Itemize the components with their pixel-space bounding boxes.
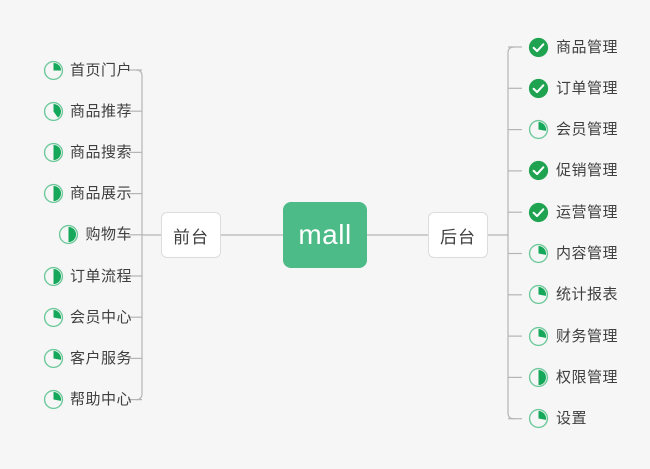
branch-node-label: 前台 — [173, 227, 209, 247]
node-label: 财务管理 — [556, 327, 619, 345]
mindmap-node-frontend-4[interactable]: 购物车 — [58, 221, 132, 249]
mindmap-node-backend-8[interactable]: 权限管理 — [528, 363, 618, 391]
mindmap-node-frontend-2[interactable]: 商品搜索 — [43, 138, 132, 166]
pie-progress-icon — [43, 389, 64, 410]
pie-progress-icon — [43, 183, 64, 204]
center-node-label: mall — [298, 219, 352, 250]
pie-progress-icon — [43, 142, 64, 163]
node-label: 商品推荐 — [69, 102, 132, 120]
mindmap-node-frontend-5[interactable]: 订单流程 — [43, 262, 132, 290]
node-label: 统计报表 — [556, 286, 619, 304]
pie-progress-icon — [43, 348, 64, 369]
branch-spine — [507, 46, 515, 420]
center-node[interactable]: mall — [283, 202, 367, 268]
mindmap-node-backend-5[interactable]: 内容管理 — [528, 240, 618, 268]
pie-progress-icon — [528, 119, 549, 140]
check-circle-icon — [528, 37, 549, 57]
node-label: 商品搜索 — [69, 143, 132, 161]
mindmap-node-backend-7[interactable]: 财务管理 — [528, 322, 618, 350]
node-label: 会员管理 — [556, 121, 619, 139]
check-circle-icon — [528, 161, 549, 181]
pie-progress-icon — [528, 285, 549, 305]
node-label: 订单流程 — [69, 267, 132, 285]
check-circle-icon — [528, 78, 549, 98]
pie-progress-icon — [43, 266, 64, 286]
branch-node-label: 后台 — [440, 227, 476, 247]
pie-progress-icon — [43, 307, 64, 327]
node-label: 内容管理 — [556, 245, 619, 262]
pie-progress-icon — [528, 243, 549, 264]
mindmap-node-frontend-8[interactable]: 帮助中心 — [43, 386, 132, 414]
mindmap-node-frontend-0[interactable]: 首页门户 — [43, 56, 132, 84]
check-circle-icon — [528, 202, 549, 222]
branch-node-backend[interactable]: 后台 — [428, 212, 488, 258]
mindmap-node-frontend-3[interactable]: 商品展示 — [43, 180, 132, 208]
mindmap-node-frontend-6[interactable]: 会员中心 — [43, 303, 132, 331]
mindmap-node-backend-1[interactable]: 订单管理 — [528, 74, 618, 102]
mindmap-node-frontend-7[interactable]: 客户服务 — [43, 344, 132, 372]
mindmap-node-backend-6[interactable]: 统计报表 — [528, 281, 618, 309]
node-label: 会员中心 — [69, 308, 132, 326]
branch-spine — [135, 69, 143, 401]
node-label: 购物车 — [85, 226, 132, 244]
node-label: 商品管理 — [556, 38, 619, 56]
mindmap-node-frontend-1[interactable]: 商品推荐 — [43, 97, 132, 125]
node-label: 客户服务 — [69, 349, 132, 367]
node-label: 促销管理 — [556, 162, 619, 180]
mindmap-node-backend-0[interactable]: 商品管理 — [528, 33, 618, 61]
pie-progress-icon — [59, 225, 79, 245]
node-label: 商品展示 — [69, 185, 132, 203]
pie-progress-icon — [528, 326, 549, 346]
mindmap-node-backend-4[interactable]: 运营管理 — [528, 198, 618, 226]
pie-progress-icon — [528, 367, 549, 388]
pie-progress-icon — [43, 60, 64, 80]
node-label: 帮助中心 — [69, 391, 132, 409]
pie-progress-icon — [528, 409, 549, 429]
mindmap-node-backend-3[interactable]: 促销管理 — [528, 157, 618, 185]
node-label: 设置 — [556, 410, 588, 428]
node-label: 订单管理 — [556, 79, 619, 97]
node-label: 首页门户 — [69, 61, 132, 79]
pie-progress-icon — [43, 101, 64, 121]
node-label: 运营管理 — [556, 203, 619, 221]
branch-node-frontend[interactable]: 前台 — [161, 212, 221, 258]
node-label: 权限管理 — [556, 368, 619, 386]
mindmap-node-backend-2[interactable]: 会员管理 — [528, 116, 618, 144]
mindmap-node-backend-9[interactable]: 设置 — [528, 405, 587, 433]
